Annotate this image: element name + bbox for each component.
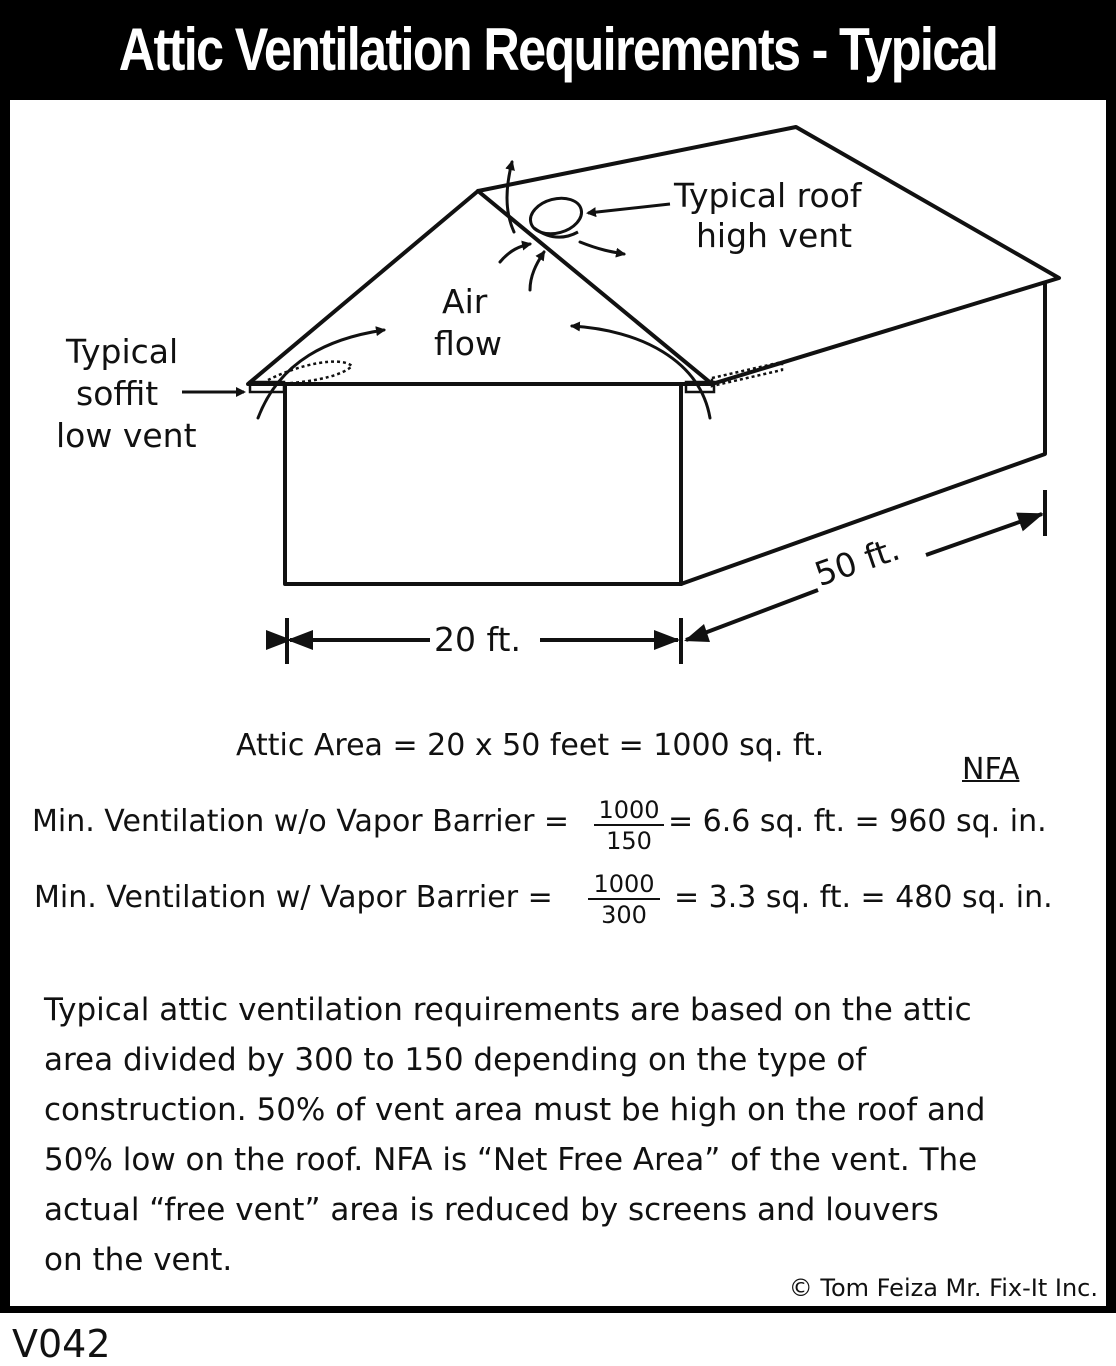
- roof-plane: [476, 125, 1061, 386]
- soffit-label-3: low vent: [56, 416, 197, 455]
- gable: [246, 189, 714, 386]
- min-vent-vb-result: = 3.3 sq. ft. = 480 sq. in.: [674, 880, 1053, 915]
- paragraph-line: area divided by 300 to 150 depending on …: [44, 1042, 867, 1078]
- width-dimension: 20 ft.: [434, 620, 521, 659]
- side-wall: [679, 282, 1047, 586]
- min-vent-no-vb-prefix: Min. Ventilation w/o Vapor Barrier =: [32, 804, 570, 839]
- roof-vent-label-2: high vent: [696, 216, 853, 255]
- nfa-header: NFA: [962, 752, 1020, 787]
- fraction-no-vb: 1000 150: [594, 796, 664, 856]
- min-vent-vb-prefix: Min. Ventilation w/ Vapor Barrier =: [34, 880, 553, 915]
- roof-vent-icon: [529, 196, 583, 239]
- page-title: Attic Ventilation Requirements - Typical: [118, 16, 999, 83]
- air-flow-label: Air: [442, 282, 488, 321]
- fraction-denominator: 300: [601, 901, 647, 929]
- soffit-label: Typical: [66, 332, 179, 371]
- front-wall: [283, 382, 683, 586]
- paragraph-line: 50% low on the roof. NFA is “Net Free Ar…: [44, 1142, 978, 1178]
- attic-area-equation: Attic Area = 20 x 50 feet = 1000 sq. ft.: [236, 728, 825, 763]
- paragraph-line: Typical attic ventilation requirements a…: [44, 992, 972, 1028]
- soffit-label-2: soffit: [76, 374, 159, 413]
- roof-vent-label: Typical roof: [674, 176, 862, 215]
- fraction-numerator: 1000: [594, 796, 664, 826]
- air-flow-label-2: flow: [434, 324, 502, 363]
- copyright-notice: © Tom Feiza Mr. Fix-It Inc.: [788, 1274, 1098, 1302]
- fraction-numerator: 1000: [588, 870, 660, 900]
- fraction-vb: 1000 300: [588, 870, 660, 930]
- min-vent-no-vb-result: = 6.6 sq. ft. = 960 sq. in.: [668, 804, 1047, 839]
- paragraph-line: on the vent.: [44, 1242, 233, 1278]
- paragraph-line: construction. 50% of vent area must be h…: [44, 1092, 986, 1128]
- content-panel: [10, 100, 1106, 1306]
- paragraph-line: actual “free vent” area is reduced by sc…: [44, 1192, 939, 1228]
- figure-code: V042: [12, 1322, 111, 1366]
- explanation-paragraph: Typical attic ventilation requirements a…: [44, 985, 1084, 1285]
- fraction-denominator: 150: [606, 827, 652, 855]
